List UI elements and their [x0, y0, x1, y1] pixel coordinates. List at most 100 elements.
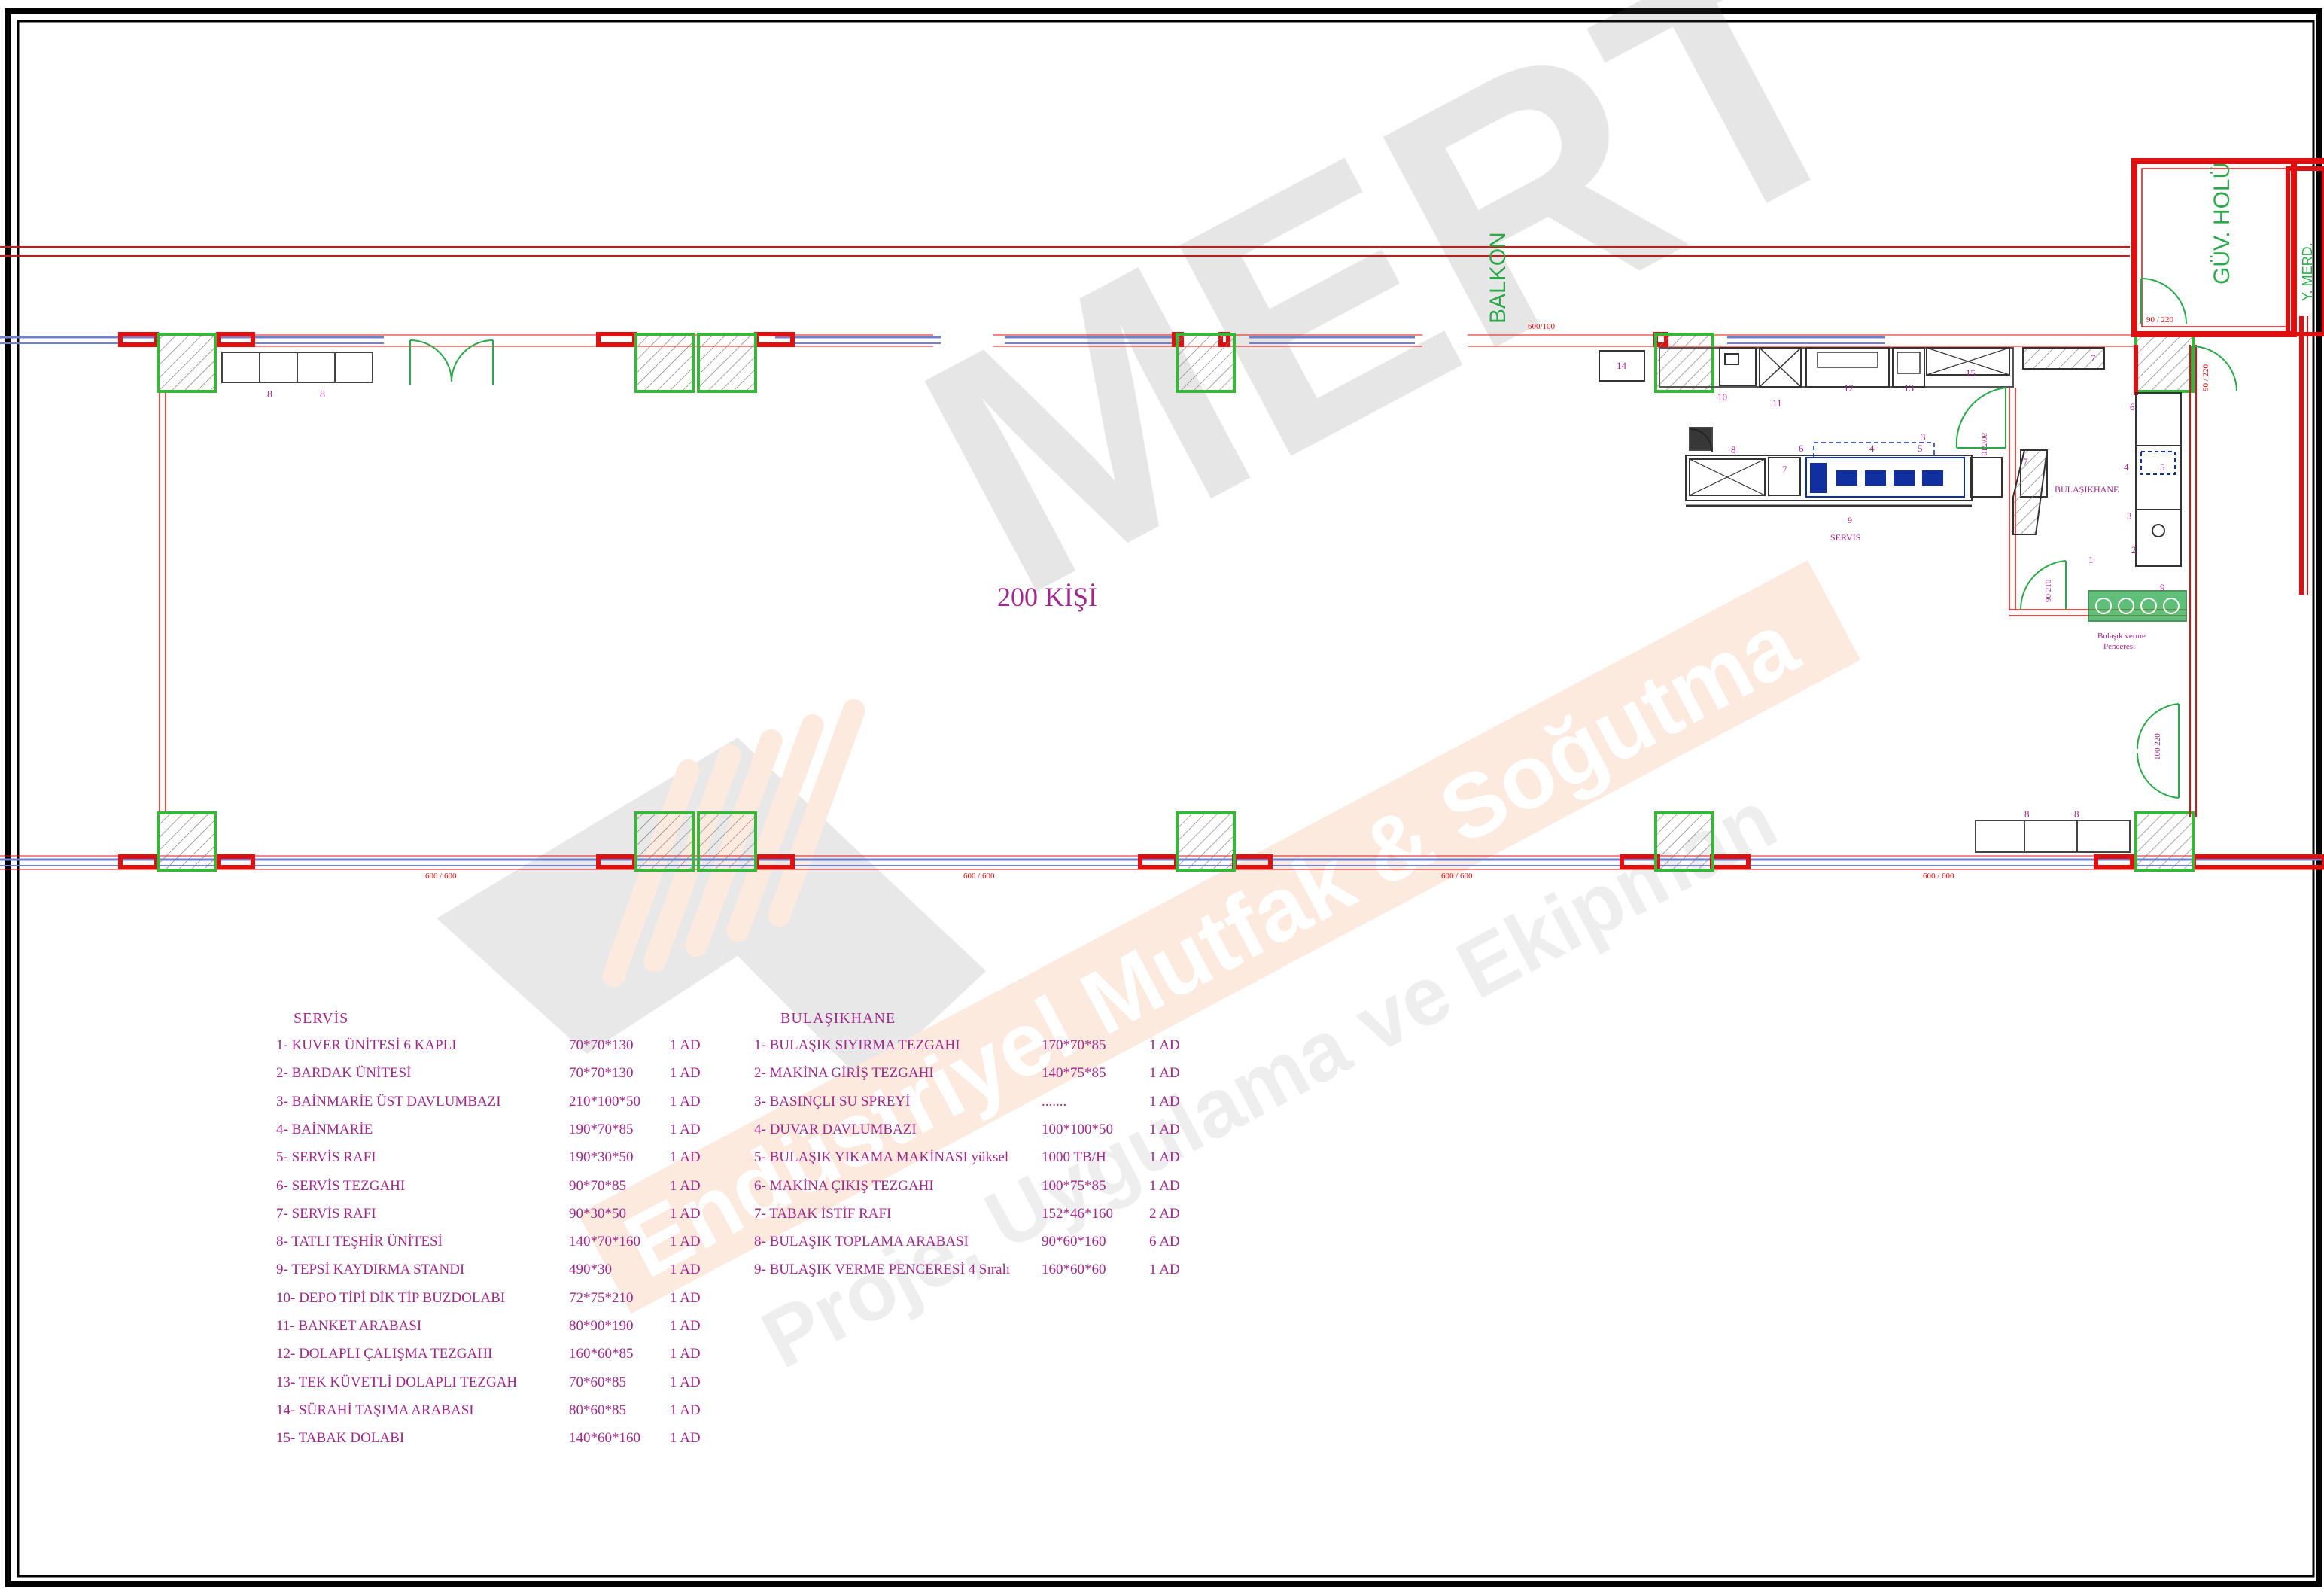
num-12: 12 [1844, 382, 1854, 394]
row-size: 72*75*210 [569, 1289, 634, 1306]
num-3: 3 [1921, 431, 1926, 443]
balcony-label: BALKON [1486, 232, 1510, 324]
table-row: 14- SÜRAHİ TAŞIMA ARABASI 80*60*85 1 AD [0, 1402, 2324, 1425]
balcony-door-left [409, 339, 494, 385]
row-qty: 2 AD [1149, 1205, 1180, 1222]
servis-num: 9 [1848, 515, 1852, 525]
row-size: 190*70*85 [569, 1121, 634, 1137]
row-size: 70*70*130 [569, 1037, 634, 1053]
security-hall-door [2140, 278, 2187, 324]
num-6: 6 [1799, 443, 1804, 454]
row-size: 90*30*50 [569, 1205, 626, 1222]
row-size: 140*75*85 [1042, 1065, 1106, 1082]
door-dim-4: 90 210 [2044, 579, 2053, 602]
inner-border [17, 20, 2315, 1578]
window-label-1: Bulaşık verme [2097, 632, 2146, 641]
num-10: 10 [1717, 391, 1727, 403]
row-size: 210*100*50 [569, 1093, 640, 1110]
row-qty: 1 AD [670, 1402, 701, 1418]
unit-number-8b: 8 [320, 389, 325, 400]
row-name: 11- BANKET ARABASI [276, 1318, 422, 1334]
row-name: 9- TEPSİ KAYDIRMA STANDI [276, 1262, 465, 1278]
right-corridor-walls [2134, 316, 2308, 817]
columns-upper [157, 333, 2195, 393]
unit-number-8d: 8 [2024, 808, 2030, 820]
row-name: 2- BARDAK ÜNİTESİ [276, 1065, 412, 1082]
unit-number-8a: 8 [267, 389, 272, 400]
hall-capacity-label: 200 KİŞİ [997, 582, 1097, 612]
num-13: 13 [1904, 382, 1914, 394]
num-2: 2 [2131, 544, 2137, 556]
row-name: 13- TEK KÜVETLİ DOLAPLI TEZGAH [276, 1374, 518, 1390]
row-qty: 1 AD [1149, 1121, 1180, 1137]
dessert-units-upper [221, 352, 373, 383]
dim-top: 600/100 [1528, 322, 1556, 331]
table-row: 9- BULAŞIK VERME PENCERESİ 4 Sıralı 160*6… [0, 1262, 2324, 1284]
dim-bottom-2: 600 / 600 [963, 872, 995, 881]
row-size: 160*60*60 [1042, 1262, 1106, 1278]
row-size: 140*60*160 [569, 1430, 640, 1447]
row-name: 3- BAİNMARİE ÜST DAVLUMBAZI [276, 1093, 501, 1110]
row-name: 6- MAKİNA ÇIKIŞ TEZGAHI [754, 1177, 934, 1194]
row-name: 7- TABAK İSTİF RAFI [754, 1205, 892, 1222]
watermark-brand: MERT [869, 0, 1916, 668]
row-qty: 1 AD [670, 1037, 701, 1053]
row-qty: 1 AD [670, 1093, 701, 1110]
dim-bottom-3: 600 / 600 [1441, 872, 1473, 881]
row-qty: 1 AD [1149, 1093, 1180, 1110]
bulasikhane-doors [1955, 387, 2180, 799]
row-qty: 1 AD [670, 1234, 701, 1250]
row-size: 140*70*160 [569, 1234, 640, 1250]
num-11: 11 [1772, 397, 1782, 409]
row-name: 3- BASINÇLI SU SPREYİ [754, 1093, 911, 1110]
row-size: 170*70*85 [1042, 1037, 1106, 1053]
security-hall-room [2131, 158, 2324, 337]
table-row: 3- BASINÇLI SU SPREYİ....... 1 AD [0, 1094, 2324, 1116]
unit-number-8e: 8 [2074, 808, 2079, 820]
num-8-servis: 8 [1731, 444, 1736, 455]
bulasikhane-label: BULAŞIKHANE [2055, 484, 2119, 495]
row-qty: 1 AD [1149, 1065, 1180, 1082]
row-qty: 1 AD [1149, 1262, 1180, 1278]
row-name: 14- SÜRAHİ TAŞIMA ARABASI [276, 1402, 474, 1418]
row-name: 9- BULAŞIK VERME PENCERESİ 4 Sıralı [754, 1262, 1011, 1278]
num-15: 15 [1966, 367, 1976, 379]
row-name: 10- DEPO TİPİ DİK TİP BUZDOLABI [276, 1289, 506, 1306]
row-size: 490*30 [569, 1262, 612, 1278]
num-7a: 7 [2091, 352, 2096, 364]
door-dim-5: 100 220 [2153, 733, 2162, 760]
row-size: 1000 TB/H [1042, 1149, 1106, 1166]
row-qty: 1 AD [670, 1262, 701, 1278]
row-qty: 1 AD [670, 1374, 701, 1390]
num-4: 4 [1869, 443, 1875, 454]
door-dim-1: 90 / 220 [2146, 315, 2174, 324]
table-row: 1- KUVER ÜNİTESİ 6 KAPLI 70*70*130 1 AD [0, 1037, 2324, 1060]
row-size: 80*60*85 [569, 1402, 626, 1418]
upper-wall [0, 246, 2130, 257]
row-size: ....... [1042, 1093, 1067, 1110]
row-qty: 1 AD [670, 1149, 701, 1166]
row-name: 1- KUVER ÜNİTESİ 6 KAPLI [276, 1037, 457, 1053]
row-qty: 1 AD [670, 1318, 701, 1334]
num-7b: 7 [2023, 456, 2028, 467]
columns-lower [157, 811, 2195, 872]
num-5b: 5 [2160, 461, 2165, 473]
servis-line [1685, 427, 2003, 507]
num-4b: 4 [2124, 461, 2129, 473]
dessert-units-lower [1975, 820, 2131, 853]
row-name: 15- TABAK DOLABI [276, 1430, 405, 1447]
row-qty: 1 AD [670, 1289, 701, 1306]
door-dim-3: 90/210 [1980, 433, 1989, 456]
row-qty: 6 AD [1149, 1234, 1180, 1250]
num-6b: 6 [2130, 401, 2135, 412]
row-qty: 1 AD [670, 1205, 701, 1222]
table-row: 3- BAİNMARİE ÜST DAVLUMBAZI 210*100*50 1 A… [0, 1094, 2324, 1116]
